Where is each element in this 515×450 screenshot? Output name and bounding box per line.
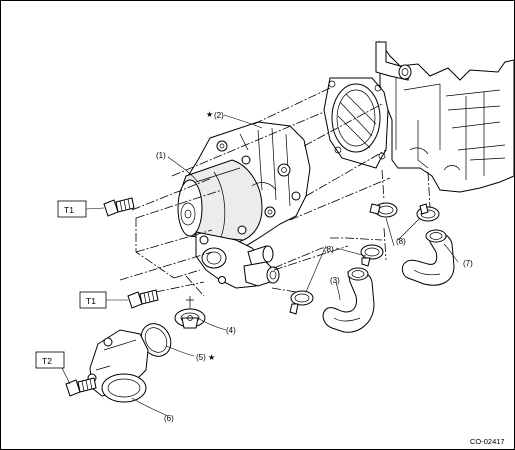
label-part-7: (7) (463, 259, 473, 268)
label-part-8-right: (8) (396, 237, 406, 246)
figure-code: CO-02417 (470, 437, 505, 446)
thermostat-4 (174, 296, 206, 329)
torque-tag-t1-lower: T1 (79, 291, 107, 309)
hose-3 (322, 267, 375, 333)
torque-tag-t2: T2 (35, 351, 65, 369)
label-part-3: (3) (330, 276, 340, 285)
hose-clamps-8 (289, 202, 440, 315)
label-part-5: (5) (196, 353, 206, 362)
bolt-t2 (65, 377, 97, 397)
water-pump-1 (177, 121, 311, 289)
label-part-2: (2) (214, 111, 224, 120)
clamp-upper-right (416, 203, 440, 222)
replace-star-2: ★ (206, 110, 213, 119)
label-part-6: (6) (164, 414, 174, 423)
clamp-middle (360, 244, 384, 267)
bolt-upper-t1 (103, 197, 135, 217)
torque-tag-t1-upper: T1 (57, 200, 87, 218)
clamp-upper-left (369, 202, 398, 218)
engine-block (375, 40, 515, 193)
label-part-1: (1) (156, 151, 166, 160)
label-part-8-left: (8) (324, 245, 334, 254)
label-part-4: (4) (226, 326, 236, 335)
torque-tag-t1-upper-text: T1 (64, 205, 74, 215)
torque-tag-t2-text: T2 (42, 356, 52, 366)
gasket-2 (323, 77, 389, 169)
alignment-lines (119, 87, 431, 297)
torque-tag-t1-lower-text: T1 (86, 296, 96, 306)
replace-star-5: ★ (208, 353, 215, 362)
clamp-lower (289, 290, 314, 315)
gasket-5 (140, 323, 172, 357)
leader-lines (61, 114, 459, 417)
bolt-lower-t1 (127, 289, 159, 309)
hose-7 (401, 229, 455, 286)
thermostat-cover-6 (87, 329, 149, 403)
